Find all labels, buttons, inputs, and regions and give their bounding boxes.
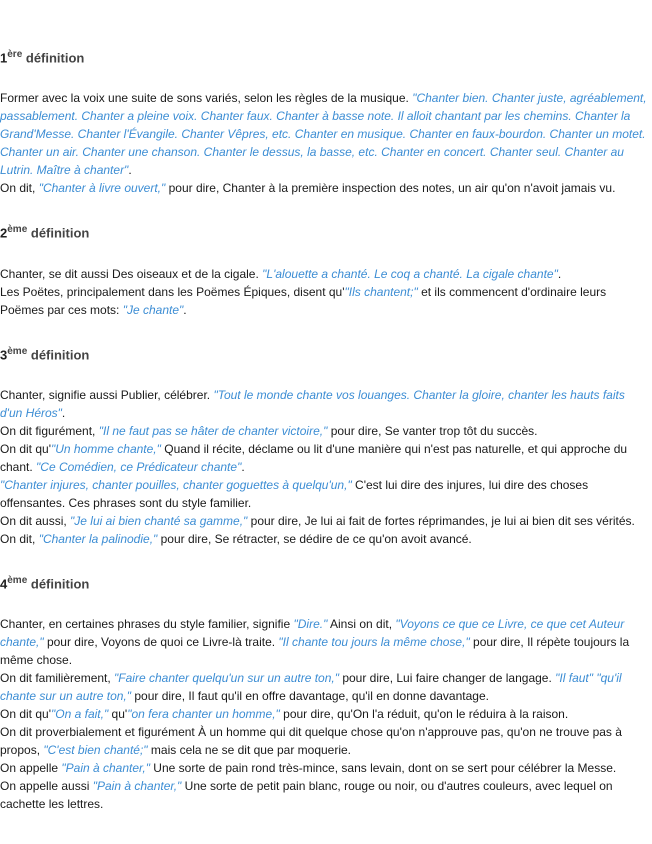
definition-number: 4 — [0, 576, 8, 592]
definition-text: pour dire, Se rétracter, se dédire de ce… — [157, 531, 472, 546]
definition-text: Chanter, en certaines phrases du style f… — [0, 617, 294, 632]
definition-text: . — [557, 266, 562, 281]
example-quote: "Je lui ai bien chanté sa gamme," — [70, 513, 248, 528]
definition-text: Chanter, se dit aussi Des oiseaux et de … — [0, 266, 263, 281]
definition-text: Une sorte de pain rond très-mince, sans … — [149, 761, 617, 776]
definition-label: définition — [25, 50, 85, 66]
definition-heading: 4ème définition — [0, 570, 648, 595]
definition-text: pour dire, Il répète toujours la même ch… — [0, 635, 630, 668]
definition-text: . — [241, 459, 245, 474]
example-quote: "Il faut" "qu'il chante sur un autre ton… — [0, 671, 622, 704]
example-quote: "On a fait," — [51, 707, 109, 722]
definition-text: pour dire, Chanter à la première inspect… — [165, 181, 616, 196]
definition-text: . — [128, 163, 132, 178]
example-quote: "Un homme chante," — [51, 441, 161, 456]
example-quote: "Chanter injures, chanter pouilles, chan… — [0, 477, 352, 492]
definition-text: qu' — [108, 707, 128, 722]
example-quote: "L'alouette a chanté. Le coq a chanté. L… — [262, 266, 558, 281]
definition-heading: 1ère définition — [0, 44, 648, 69]
example-quote: "Faire chanter quelqu'un sur un autre to… — [114, 671, 339, 686]
definition-text: pour dire, qu'On l'a réduit, qu'on le ré… — [279, 707, 569, 722]
definition-number: 2 — [0, 225, 8, 241]
definition-line: Chanter, se dit aussi Des oiseaux et de … — [0, 265, 648, 283]
definition-line: On dit qu'"Un homme chante," Quand il ré… — [0, 440, 648, 476]
definition-number: 3 — [0, 346, 8, 362]
definition-text: On dit, — [0, 531, 39, 546]
definition-heading: 3ème définition — [0, 341, 648, 366]
definition-text: pour dire, Se vanter trop tôt du succès. — [327, 423, 538, 438]
definition-text: pour dire, Il faut qu'il en offre davant… — [131, 689, 489, 704]
ordinal-suffix: ème — [7, 345, 28, 357]
example-quote: "on fera chanter un homme," — [127, 707, 280, 722]
definition-line: On dit familièrement, "Faire chanter que… — [0, 669, 648, 705]
definition-text: On dit figurément, — [0, 423, 99, 438]
definition-text: On dit proverbialement et figurément À u… — [0, 725, 622, 758]
definition-line: "Chanter injures, chanter pouilles, chan… — [0, 476, 648, 512]
definition-text: On dit, — [0, 181, 39, 196]
example-quote: "C'est bien chanté;" — [43, 743, 148, 758]
example-quote: "Il chante tou jours la même chose," — [278, 635, 470, 650]
example-quote: "Je chante" — [122, 302, 184, 317]
definition-text: On appelle — [0, 761, 62, 776]
example-quote: "Chanter bien. Chanter juste, agréableme… — [0, 91, 647, 178]
definition-line: On appelle "Pain à chanter," Une sorte d… — [0, 759, 648, 777]
definition-label: définition — [30, 346, 90, 362]
definition-line: On dit, "Chanter la palinodie," pour dir… — [0, 530, 648, 548]
definition-text: On dit aussi, — [0, 513, 71, 528]
definition-line: On dit proverbialement et figurément À u… — [0, 723, 648, 759]
example-quote: "Pain à chanter," — [92, 779, 182, 794]
example-quote: "Voyons ce que ce Livre, ce que cet Aute… — [0, 617, 625, 650]
definition-label: définition — [30, 576, 90, 592]
definition-line: Former avec la voix une suite de sons va… — [0, 89, 648, 179]
definition-text: Former avec la voix une suite de sons va… — [0, 91, 413, 106]
definition-text: Chanter, signifie aussi Publier, célébre… — [0, 387, 214, 402]
definition-text: . — [61, 405, 66, 420]
definition-line: On dit, "Chanter à livre ouvert," pour d… — [0, 179, 648, 197]
definition-line: On dit aussi, "Je lui ai bien chanté sa … — [0, 512, 648, 530]
definition-text: Ainsi on dit, — [327, 617, 396, 632]
definition-text: Quand il récite, déclame ou lit d'une ma… — [0, 441, 628, 474]
definition-text: pour dire, Lui faire changer de langage. — [339, 671, 556, 686]
definition-text: pour dire, Voyons de quoi ce Livre-là tr… — [43, 635, 279, 650]
definition-text: et ils commencent d'ordinaire leurs Poëm… — [0, 284, 607, 317]
ordinal-suffix: ème — [7, 574, 28, 586]
definition-heading: 2ème définition — [0, 219, 648, 244]
definition-line: On dit figurément, "Il ne faut pas se hâ… — [0, 422, 648, 440]
definition-number: 1 — [0, 50, 8, 66]
example-quote: "Ce Comédien, ce Prédicateur chante" — [36, 459, 242, 474]
definition-text: mais cela ne se dit que par moquerie. — [147, 743, 352, 758]
definition-text: Une sorte de petit pain blanc, rouge ou … — [0, 779, 613, 812]
example-quote: "Ils chantent;" — [344, 284, 418, 299]
definition-text: . — [183, 302, 187, 317]
example-quote: "Dire." — [293, 617, 328, 632]
definition-text: pour dire, Je lui ai fait de fortes répr… — [247, 513, 635, 528]
definition-line: On appelle aussi "Pain à chanter," Une s… — [0, 777, 648, 813]
example-quote: "Chanter à livre ouvert," — [38, 181, 166, 196]
example-quote: "Tout le monde chante vos louanges. Chan… — [0, 387, 625, 420]
definition-text: On dit familièrement, — [0, 671, 115, 686]
ordinal-suffix: ère — [7, 49, 23, 60]
example-quote: "Pain à chanter," — [61, 761, 150, 776]
definition-text: On dit qu' — [0, 707, 51, 722]
definition-line: On dit qu'"On a fait," qu'"on fera chant… — [0, 705, 648, 723]
example-quote: "Chanter la palinodie," — [38, 531, 158, 546]
example-quote: "Il ne faut pas se hâter de chanter vict… — [98, 423, 328, 438]
definition-label: définition — [30, 225, 90, 241]
definition-line: Chanter, signifie aussi Publier, célébre… — [0, 386, 648, 422]
definition-text: On dit qu' — [0, 441, 51, 456]
definition-text: Les Poëtes, principalement dans les Poëm… — [0, 284, 345, 299]
definition-line: Les Poëtes, principalement dans les Poëm… — [0, 283, 648, 319]
definition-text: On appelle aussi — [0, 779, 93, 794]
definition-line: Chanter, en certaines phrases du style f… — [0, 615, 648, 669]
ordinal-suffix: ème — [7, 224, 28, 236]
definition-text: C'est lui dire des injures, lui dire des… — [0, 477, 589, 510]
